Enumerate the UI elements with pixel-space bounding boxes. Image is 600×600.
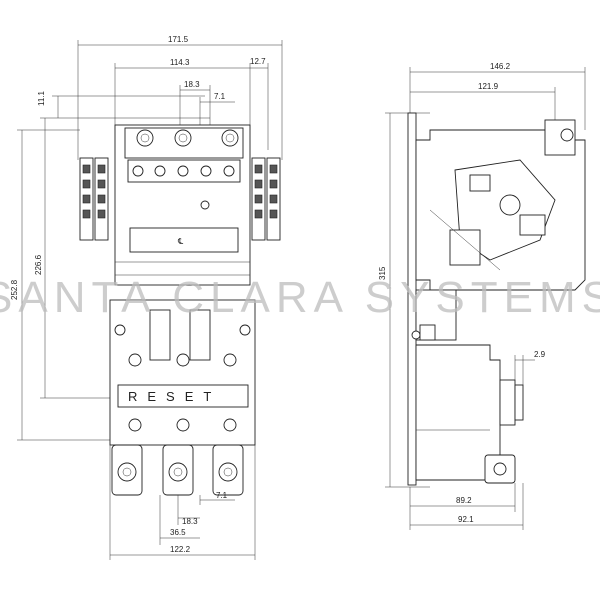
dim-contactor-height: 226.6 [34, 254, 43, 275]
front-view: 171.5 114.3 12.7 18.3 7.1 11.1 226.6 [10, 35, 283, 560]
dim-pitch-top: 18.3 [184, 80, 200, 89]
side-body [407, 112, 586, 486]
dim-side-height: 315 [378, 266, 387, 280]
side-view: 146.2 121.9 315 [378, 62, 586, 530]
side-top-dimensions: 146.2 121.9 [409, 62, 586, 130]
dim-inner-width: 114.3 [170, 58, 190, 67]
dim-overall-height: 252.8 [10, 279, 19, 300]
reset-label: RESET [128, 389, 221, 404]
front-top-dimensions: 171.5 114.3 12.7 18.3 7.1 [77, 35, 283, 160]
dim-right-offset: 12.7 [250, 57, 266, 66]
dim-terminal-bottom: 7.1 [216, 491, 228, 500]
center-mark: ℄ [177, 237, 184, 246]
side-bottom-dimensions: 2.9 89.2 92.1 [409, 350, 546, 530]
dim-base-width: 122.2 [170, 545, 191, 554]
front-left-dimensions: 11.1 226.6 252.8 [10, 90, 210, 441]
dim-depth-upper: 121.9 [478, 82, 499, 91]
dim-terminal-top: 7.1 [214, 92, 226, 101]
side-height-dimension: 315 [378, 112, 430, 488]
dim-overall-width: 171.5 [168, 35, 189, 44]
contactor-body: ℄ [79, 124, 281, 286]
front-bottom-dimensions: 7.1 18.3 36.5 122.2 [109, 445, 256, 560]
dim-depth-base: 92.1 [458, 515, 474, 524]
dim-depth-overall: 146.2 [490, 62, 511, 71]
bottom-terminals [111, 444, 244, 496]
watermark: SANTA CLARA SYSTEMS [0, 273, 600, 322]
dim-pitch-span: 36.5 [170, 528, 186, 537]
dim-button-offset: 2.9 [534, 350, 546, 359]
dim-pitch-bottom: 18.3 [182, 517, 198, 526]
dim-depth-lower: 89.2 [456, 496, 472, 505]
dim-top-offset: 11.1 [37, 90, 46, 106]
overload-relay: RESET [109, 299, 256, 446]
